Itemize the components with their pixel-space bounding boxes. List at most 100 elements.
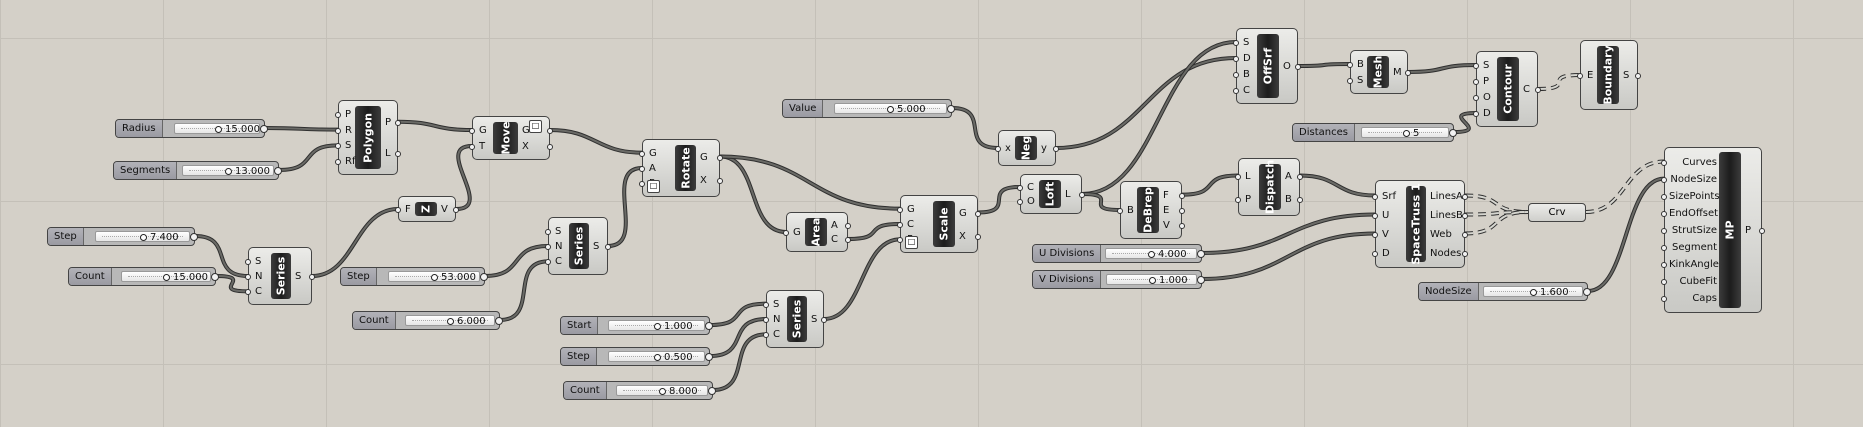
input-grip[interactable] <box>1233 40 1239 46</box>
output-grip[interactable] <box>1462 231 1468 238</box>
input-o[interactable]: O <box>1027 196 1035 207</box>
output-grip[interactable] <box>495 317 503 325</box>
output-grip[interactable] <box>211 273 219 281</box>
wire[interactable] <box>397 120 473 131</box>
input-c[interactable]: C <box>1027 182 1034 193</box>
input-grip[interactable] <box>1473 111 1479 117</box>
output-grip[interactable] <box>309 274 315 280</box>
output-grip[interactable] <box>708 387 716 395</box>
input-d[interactable]: D <box>1382 247 1390 259</box>
output-linesa[interactable]: LinesA <box>1430 190 1463 202</box>
output-grip[interactable] <box>1197 276 1205 284</box>
output-grip[interactable] <box>1179 208 1185 214</box>
output-x[interactable]: X <box>959 230 966 242</box>
slider-knob[interactable] <box>1148 251 1155 258</box>
input-p[interactable]: P <box>1245 193 1252 205</box>
input-s[interactable]: S <box>1357 75 1364 86</box>
output-b[interactable]: B <box>1285 193 1292 205</box>
input-grip[interactable] <box>897 222 903 228</box>
input-grip[interactable] <box>763 301 769 308</box>
input-grip[interactable] <box>545 244 551 250</box>
output-grip[interactable] <box>453 207 459 213</box>
input-o[interactable]: O <box>1483 92 1491 103</box>
output-grip[interactable] <box>1297 196 1303 203</box>
wire[interactable] <box>719 155 901 210</box>
input-grip[interactable] <box>245 258 251 265</box>
input-u[interactable]: U <box>1382 209 1390 221</box>
input-srf[interactable]: Srf <box>1382 190 1396 202</box>
input-grip[interactable] <box>1347 78 1353 84</box>
input-s[interactable]: S <box>773 298 780 310</box>
output-grip[interactable] <box>975 233 981 240</box>
wire[interactable] <box>499 260 549 321</box>
wire[interactable] <box>455 145 473 210</box>
slider-knob[interactable] <box>431 274 438 281</box>
input-grip[interactable] <box>1473 95 1479 101</box>
slider-track[interactable]: 5 <box>1361 127 1449 139</box>
input-s[interactable]: S <box>1243 37 1250 48</box>
input-grip[interactable] <box>335 127 341 134</box>
input-s[interactable]: S <box>255 255 262 267</box>
slider-track[interactable]: 6.000 <box>405 315 495 327</box>
wire[interactable] <box>484 245 549 277</box>
output-nodes[interactable]: Nodes <box>1430 247 1462 259</box>
input-grip[interactable] <box>897 206 903 213</box>
input-grip[interactable] <box>545 259 551 266</box>
input-grip[interactable] <box>1661 193 1667 200</box>
component-rotate[interactable]: RotateGAPGX□ <box>639 139 723 197</box>
component-scale[interactable]: ScaleGCFGX□ <box>897 195 981 253</box>
slider-knob[interactable] <box>654 323 661 330</box>
output-grip[interactable] <box>1295 64 1301 70</box>
input-grip[interactable] <box>1233 56 1239 62</box>
wire[interactable] <box>847 223 901 240</box>
input-p[interactable]: P <box>1483 76 1490 87</box>
output-grip[interactable] <box>1053 146 1059 152</box>
input-d[interactable]: D <box>1483 108 1491 119</box>
wire[interactable] <box>1587 177 1665 292</box>
input-endoffset[interactable]: EndOffset <box>1669 207 1719 219</box>
input-grip[interactable] <box>1235 196 1241 203</box>
output-s[interactable]: S <box>593 241 600 252</box>
slider-track[interactable]: 8.000 <box>616 385 708 397</box>
input-grip[interactable] <box>1017 199 1023 205</box>
wire[interactable] <box>1297 63 1351 67</box>
output-p[interactable]: P <box>385 116 392 128</box>
input-grip[interactable] <box>1117 208 1123 214</box>
output-grip[interactable] <box>1462 250 1468 257</box>
slider-knob[interactable] <box>140 234 147 241</box>
slider-knob[interactable] <box>1403 130 1410 137</box>
output-grip[interactable] <box>547 144 553 150</box>
output-a[interactable]: A <box>1285 170 1292 182</box>
output-o[interactable]: O <box>1283 61 1291 72</box>
wire[interactable] <box>278 144 339 171</box>
input-sizepoints[interactable]: SizePoints <box>1669 190 1720 202</box>
output-s[interactable]: S <box>295 271 302 282</box>
slider-track[interactable]: 0.500 <box>608 351 705 363</box>
output-grip[interactable] <box>1462 212 1468 219</box>
wire[interactable] <box>264 127 339 131</box>
output-grip[interactable] <box>1179 223 1185 230</box>
input-v[interactable]: V <box>1382 228 1389 240</box>
input-grip[interactable] <box>1372 193 1378 200</box>
output-grip[interactable] <box>717 177 723 184</box>
input-c[interactable]: C <box>255 286 262 298</box>
input-grip[interactable] <box>1372 250 1378 257</box>
